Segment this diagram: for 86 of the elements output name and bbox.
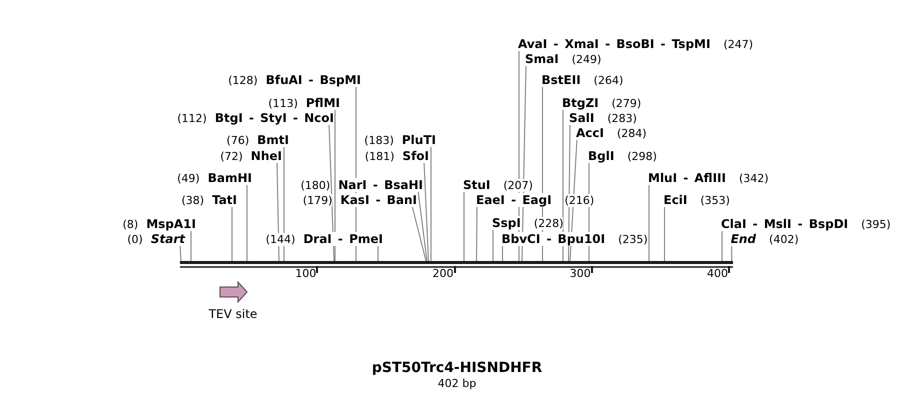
leader-line (492, 228, 494, 262)
scale-number: 200 (432, 267, 454, 280)
site-coordinate: (8) (122, 218, 138, 230)
leader-line (424, 161, 429, 262)
site-coordinate: (247) (723, 38, 754, 50)
enzyme-label: NheI (250, 148, 282, 162)
site-coordinate: (216) (564, 194, 594, 206)
enzyme-label: MluI - AflIII (648, 170, 726, 184)
leader-line (276, 161, 280, 262)
enzyme-label: AvaI - XmaI - BsoBI - TspMI (518, 36, 710, 50)
site-coordinate: (112) (177, 112, 207, 124)
sequence-end-label: Start (150, 232, 185, 246)
leader-line (328, 123, 334, 262)
leader-line (412, 205, 426, 262)
enzyme-label: SalI (569, 110, 594, 124)
site-coordinate: (181) (364, 150, 394, 162)
leader-line (568, 123, 570, 262)
enzyme-label: KasI - BanI (340, 192, 417, 206)
leader-line (190, 229, 192, 262)
enzyme-label: DraI - PmeI (303, 232, 383, 246)
scale-number: 400 (707, 267, 728, 280)
site-coordinate: (76) (226, 134, 250, 146)
site-coordinate: (284) (616, 126, 647, 140)
site-coordinate: (0) (127, 232, 143, 246)
leader-line (731, 244, 732, 262)
leader-line (502, 244, 503, 262)
enzyme-label: NarI - BsaHI (338, 178, 423, 192)
enzyme-label: BmtI (257, 132, 289, 146)
site-coordinate: (180) (300, 178, 330, 192)
enzyme-label: BbvCI - Bpu10I (502, 232, 606, 246)
enzyme-label: BstEII (542, 72, 581, 86)
site-coordinate: (183) (364, 134, 394, 146)
site-coordinate: (113) (268, 96, 298, 110)
site-coordinate: (249) (572, 52, 602, 66)
leader-line (334, 108, 336, 262)
enzyme-label: SfoI (402, 148, 429, 162)
site-coordinate: (353) (700, 194, 730, 206)
sequence-end-label: End (730, 232, 756, 246)
leader-line (180, 244, 182, 262)
enzyme-label: MspA1I (146, 216, 196, 230)
enzyme-label: SmaI (525, 52, 559, 66)
site-coordinate: (283) (607, 112, 637, 124)
leader-line (648, 183, 650, 262)
leader-line (570, 138, 578, 262)
enzyme-label: BtgI - StyI - NcoI (214, 110, 334, 124)
enzyme-label: BfuAI - BspMI (266, 72, 361, 86)
enzyme-label: EaeI - EagI (476, 192, 552, 206)
enzyme-label: EciI (664, 192, 688, 206)
map-title: pST50Trc4-HISNDHFR (372, 360, 542, 376)
site-coordinate: (49) (177, 172, 200, 184)
enzyme-label: BamHI (208, 170, 252, 184)
site-coordinate: (235) (618, 232, 648, 246)
site-coordinate: (228) (534, 216, 564, 230)
leader-line (418, 190, 428, 262)
site-coordinate: (298) (627, 150, 657, 162)
enzyme-label: BglI (588, 148, 614, 162)
enzyme-label: ClaI - MslI - BspDI (721, 216, 848, 230)
leader-line (246, 183, 248, 262)
leader-line (562, 108, 564, 262)
enzyme-label: AccI (576, 126, 604, 140)
site-coordinate: (395) (861, 218, 891, 230)
site-coordinate: (179) (302, 194, 332, 206)
site-coordinate: (264) (594, 74, 624, 86)
site-coordinate: (402) (769, 232, 799, 246)
sequence-backbone (180, 261, 733, 269)
enzyme-label: PluTI (402, 132, 436, 146)
feature-label: TEV site (208, 307, 258, 321)
enzyme-label: StuI (463, 178, 490, 192)
site-coordinate: (128) (228, 74, 258, 86)
site-coordinate: (342) (738, 172, 769, 184)
site-coordinate: (38) (181, 194, 204, 206)
enzyme-label: PflMI (306, 96, 340, 110)
site-coordinate: (279) (612, 96, 642, 110)
enzyme-label: TatI (212, 192, 237, 206)
sequence-length: 402 bp (438, 377, 476, 390)
scale-number: 100 (295, 267, 316, 280)
leader-line (476, 205, 478, 262)
leader-line (430, 145, 432, 262)
enzyme-label: BtgZI (562, 96, 599, 110)
leader-line (522, 64, 526, 262)
site-coordinate: (144) (266, 232, 296, 246)
site-coordinate: (207) (503, 178, 533, 192)
enzyme-label: SspI (492, 216, 521, 230)
leader-line (664, 205, 665, 262)
scale-number: 300 (570, 267, 591, 280)
site-coordinate: (72) (220, 150, 243, 162)
